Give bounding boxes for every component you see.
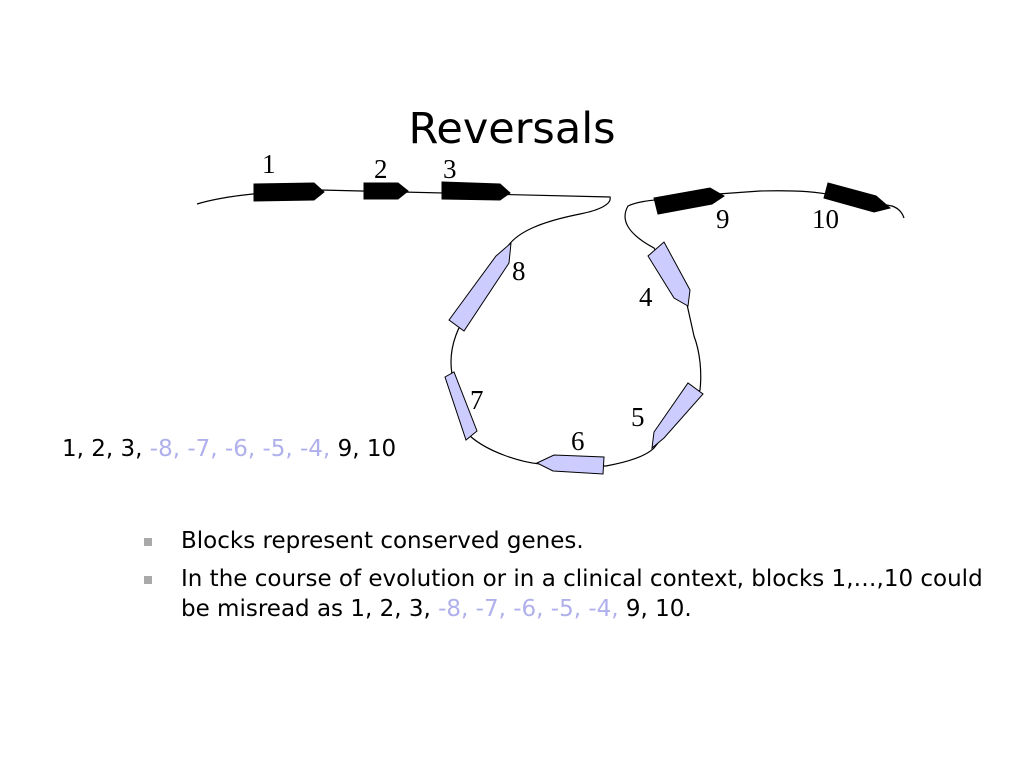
sequence-suffix: 9, 10 — [337, 436, 397, 462]
chromosome-line-left — [196, 189, 905, 467]
label-7: 7 — [470, 385, 484, 415]
bullet-reversed-text: -8, -7, -6, -5, -4, — [438, 596, 619, 622]
label-8: 8 — [512, 256, 526, 286]
block-5 — [651, 382, 704, 450]
block-7 — [444, 371, 478, 441]
bullet-square-icon — [144, 538, 152, 546]
label-9: 9 — [716, 204, 730, 234]
bullet-list: Blocks represent conserved genes. In the… — [144, 526, 1004, 632]
block-9 — [653, 187, 725, 215]
bullet-item: Blocks represent conserved genes. — [144, 526, 1004, 556]
block-3 — [441, 181, 511, 201]
label-4: 4 — [639, 282, 653, 312]
reversed-sequence: 1, 2, 3, -8, -7, -6, -5, -4, 9, 10 — [62, 436, 396, 462]
block-10 — [823, 182, 892, 213]
sequence-reversed: -8, -7, -6, -5, -4, — [149, 436, 331, 462]
bullet-square-icon — [144, 576, 152, 584]
slide-title: Reversals — [408, 104, 616, 154]
block-1 — [253, 182, 325, 202]
sequence-prefix: 1, 2, 3, — [62, 436, 143, 462]
bullet-text: Blocks represent conserved genes. — [181, 528, 584, 554]
bullet-suffix-text: 9, 10. — [625, 596, 692, 622]
label-6: 6 — [571, 426, 585, 456]
bullet-text: In the course of evolution or in a clini… — [181, 566, 983, 622]
label-1: 1 — [262, 149, 276, 179]
label-3: 3 — [443, 154, 457, 184]
block-2 — [363, 182, 409, 200]
block-4 — [647, 241, 691, 307]
label-10: 10 — [812, 204, 839, 234]
block-8 — [448, 241, 512, 332]
label-2: 2 — [374, 154, 388, 184]
label-5: 5 — [631, 402, 645, 432]
bullet-item: In the course of evolution or in a clini… — [144, 564, 1004, 624]
block-6 — [535, 454, 605, 475]
